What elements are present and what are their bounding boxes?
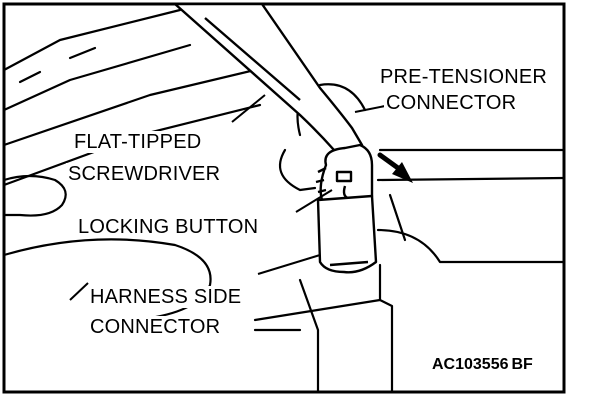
pretensioner-connector-label-line1: PRE-TENSIONER (378, 66, 550, 88)
harness-connector-label-line2: CONNECTOR (88, 316, 223, 338)
figure-code-number: AC103556 (432, 356, 509, 373)
figure-code-suffix: BF (511, 356, 533, 373)
screwdriver-label-line2: SCREWDRIVER (66, 163, 223, 185)
harness-connector-label-line1: HARNESS SIDE (88, 286, 244, 308)
pretensioner-connector-label-line2: CONNECTOR (384, 92, 519, 114)
harness-connector-shape (316, 194, 378, 274)
pull-direction-arrow (377, 152, 413, 183)
locking-button-label: LOCKING BUTTON (76, 216, 261, 238)
figure-frame (2, 2, 566, 394)
pretensioner-connector-shape (315, 143, 374, 208)
screwdriver-label-line1: FLAT-TIPPED (72, 131, 204, 153)
leader-lines (69, 94, 396, 301)
